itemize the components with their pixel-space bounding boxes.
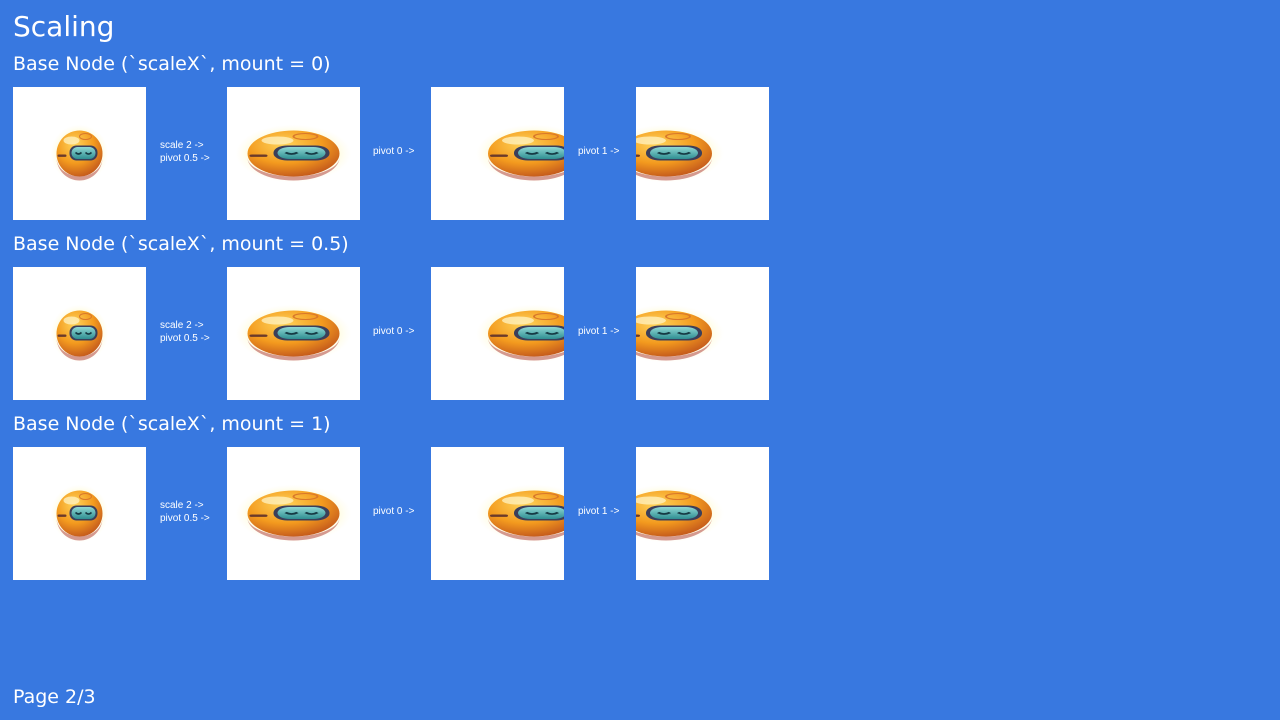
- caption-pivot-half: pivot 0.5 ->: [160, 333, 210, 344]
- orange-robot-ball-icon: [49, 303, 110, 364]
- orange-robot-ball-icon: [636, 302, 726, 365]
- caption-scale: scale 2 ->: [160, 140, 204, 151]
- caption-scale: scale 2 ->: [160, 320, 204, 331]
- sprite-tile-scaled-pivot-center: [227, 267, 360, 400]
- sprite-tile-scaled-pivot-zero: [431, 267, 564, 400]
- orange-robot-ball-icon: [49, 123, 110, 184]
- orange-robot-ball-icon: [233, 122, 354, 185]
- sprite-tile-scaled-pivot-zero: [431, 447, 564, 580]
- sprite-tile-original: [13, 447, 146, 580]
- sprite-tile-scaled-pivot-center: [227, 447, 360, 580]
- orange-robot-ball-icon: [474, 302, 564, 365]
- caption-pivot-zero: pivot 0 ->: [373, 326, 415, 337]
- caption-pivot-one: pivot 1 ->: [578, 506, 620, 517]
- caption-pivot-half: pivot 0.5 ->: [160, 153, 210, 164]
- sprite-tile-scaled-pivot-center: [227, 87, 360, 220]
- orange-robot-ball-icon: [233, 302, 354, 365]
- row-heading: Base Node (`scaleX`, mount = 0.5): [13, 233, 349, 255]
- orange-robot-ball-icon: [474, 482, 564, 545]
- caption-pivot-zero: pivot 0 ->: [373, 146, 415, 157]
- row-heading: Base Node (`scaleX`, mount = 1): [13, 413, 331, 435]
- orange-robot-ball-icon: [636, 482, 726, 545]
- caption-scale: scale 2 ->: [160, 500, 204, 511]
- sprite-tile-scaled-pivot-one: [636, 447, 769, 580]
- orange-robot-ball-icon: [233, 482, 354, 545]
- caption-pivot-half: pivot 0.5 ->: [160, 513, 210, 524]
- caption-pivot-zero: pivot 0 ->: [373, 506, 415, 517]
- caption-pivot-one: pivot 1 ->: [578, 146, 620, 157]
- caption-pivot-one: pivot 1 ->: [578, 326, 620, 337]
- row-heading: Base Node (`scaleX`, mount = 0): [13, 53, 331, 75]
- orange-robot-ball-icon: [49, 483, 110, 544]
- page-indicator: Page 2/3: [13, 686, 96, 708]
- orange-robot-ball-icon: [636, 122, 726, 185]
- sprite-tile-scaled-pivot-one: [636, 87, 769, 220]
- sprite-tile-original: [13, 267, 146, 400]
- sprite-tile-original: [13, 87, 146, 220]
- page-title: Scaling: [13, 10, 115, 43]
- sprite-tile-scaled-pivot-zero: [431, 87, 564, 220]
- sprite-tile-scaled-pivot-one: [636, 267, 769, 400]
- orange-robot-ball-icon: [474, 122, 564, 185]
